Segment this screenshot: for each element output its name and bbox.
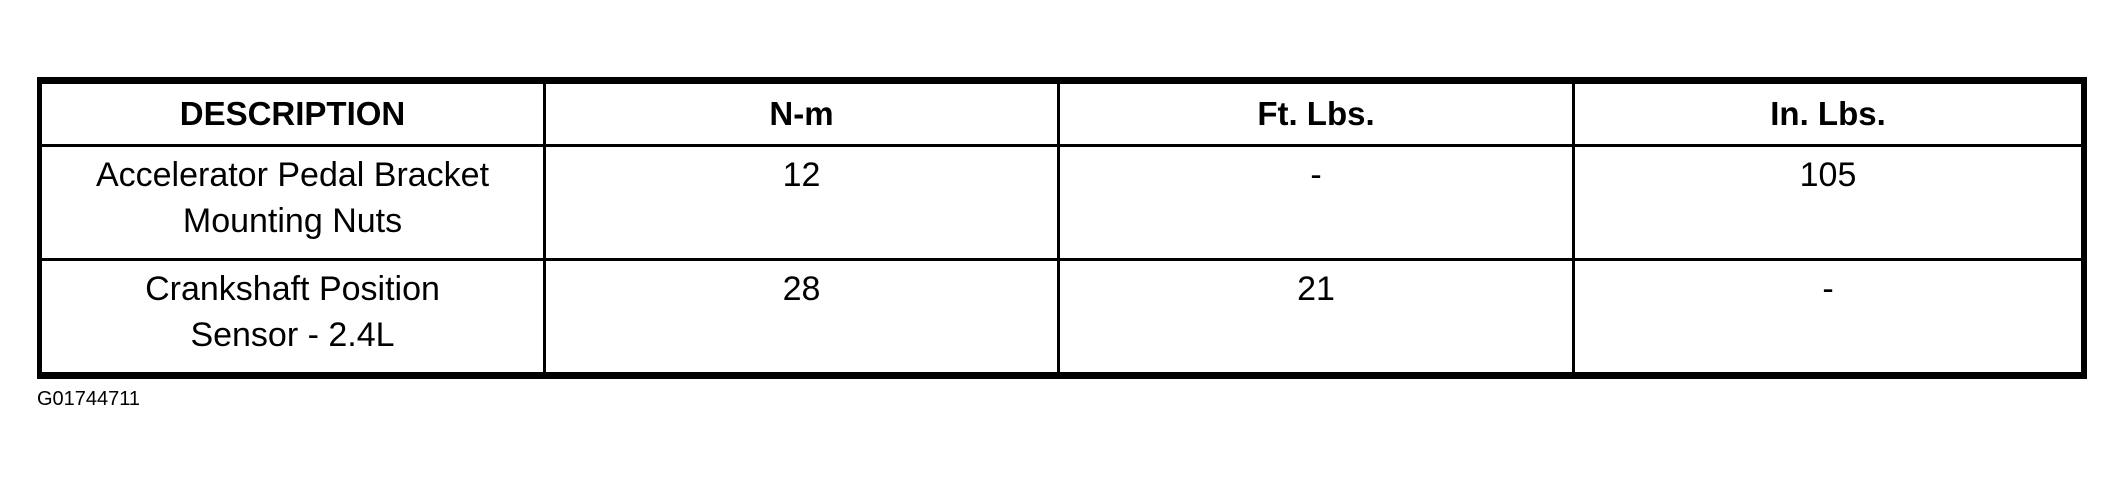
cell-description: Crankshaft Position Sensor - 2.4L [39,258,546,376]
table-header-row: DESCRIPTION N-m Ft. Lbs. In. Lbs. [39,80,2084,147]
cell-in-lbs: 105 [1572,144,2084,261]
table-row: Crankshaft Position Sensor - 2.4L 28 21 … [39,258,2084,376]
figure-id-caption: G01744711 [37,388,141,410]
description-line: Crankshaft Position [145,270,440,308]
description-line: Sensor - 2.4L [190,316,395,354]
cell-ft-lbs: - [1057,144,1575,261]
cell-in-lbs: - [1572,258,2084,376]
torque-specification-table: DESCRIPTION N-m Ft. Lbs. In. Lbs. Accele… [37,77,2087,379]
cell-ft-lbs: 21 [1057,258,1575,376]
cell-n-m: 12 [543,144,1060,261]
description-line: Accelerator Pedal Bracket [95,156,490,194]
cell-description: Accelerator Pedal Bracket Mounting Nuts [39,144,546,261]
column-header-ft-lbs: Ft. Lbs. [1057,80,1575,147]
description-line: Mounting Nuts [182,202,403,240]
table-row: Accelerator Pedal Bracket Mounting Nuts … [39,144,2084,261]
column-header-n-m: N-m [543,80,1060,147]
cell-n-m: 28 [543,258,1060,376]
column-header-description: DESCRIPTION [39,80,546,147]
column-header-in-lbs: In. Lbs. [1572,80,2084,147]
